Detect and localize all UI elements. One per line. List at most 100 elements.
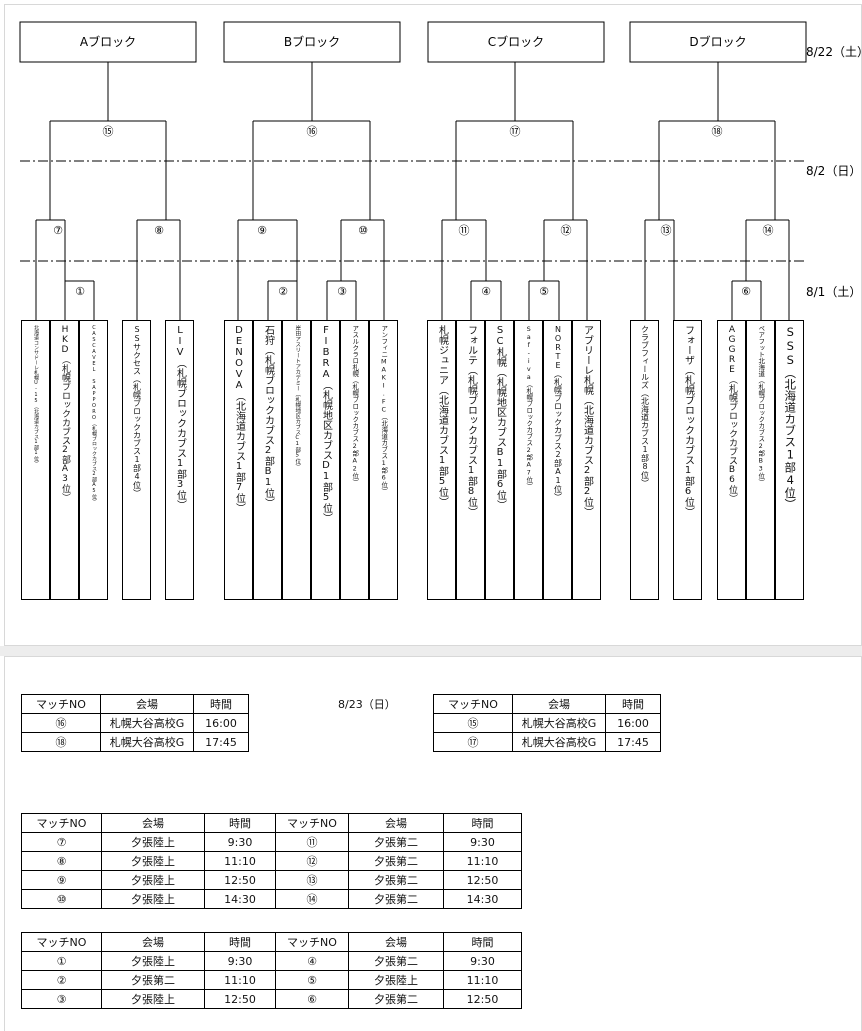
team-box: SSサクセス（札幌ブロックカブス1部4位）: [122, 320, 151, 600]
team-name: 石狩（札幌ブロックカブス2部B1位）: [262, 325, 274, 508]
header-time: 時間: [193, 694, 249, 714]
team-box: 北海道コンサドーレ札幌U-15（北海道カブス1部1位）: [21, 320, 50, 600]
team-name: LIV（札幌ブロックカブス1部3位）: [174, 325, 186, 510]
schedule-date: 8/23（日）: [338, 698, 396, 711]
team-box: NORTE（札幌ブロックカブス2部A1位）: [543, 320, 572, 600]
team-name: Saf-iva（札幌ブロックカブス2部A7位）: [524, 325, 533, 490]
cell-match-no: ⑥: [275, 989, 349, 1009]
match-no-3: ③: [337, 285, 347, 298]
team-name: アスルクラロ札幌（札幌ブロックカブス2部A2位）: [350, 325, 359, 486]
cell-match-no: ⑫: [275, 851, 349, 871]
round-date-final: 8/22（土）: [806, 45, 862, 59]
table-row: ③ 夕張陸上 12:50 ⑥ 夕張第二 12:50: [21, 989, 522, 1009]
schedule-table-first-round: マッチNO 会場 時間 マッチNO 会場 時間 ① 夕張陸上 9:30 ④ 夕張…: [21, 932, 522, 1009]
cell-venue: 夕張第二: [348, 851, 444, 871]
table-row: ⑮ 札幌大谷高校G 16:00: [433, 713, 661, 733]
team-name: ペアフット北海道（札幌ブロックカブス2部B3位）: [756, 325, 765, 486]
team-box: フォーザ（札幌ブロックカブス1部6位）: [673, 320, 702, 600]
team-name: アブリーレ札幌（北海道カブス2部2位）: [581, 325, 593, 517]
cell-venue: 夕張陸上: [348, 970, 444, 990]
table-row: ⑰ 札幌大谷高校G 17:45: [433, 732, 661, 752]
team-name: フォルテ（札幌ブロックカブス1部8位）: [465, 325, 477, 517]
header-venue: 会場: [512, 694, 606, 714]
team-box: AGGRE（札幌ブロックカブスB6位）: [717, 320, 746, 600]
cell-match-no: ⑱: [21, 732, 101, 752]
team-box: 札幌ジュニア（北海道カブス1部5位）: [427, 320, 456, 600]
match-no-10: ⑩: [358, 224, 368, 237]
header-venue: 会場: [101, 813, 205, 833]
cell-venue: 札幌大谷高校G: [100, 732, 194, 752]
cell-venue: 札幌大谷高校G: [100, 713, 194, 733]
team-name: FIBRA（札幌地区カブスD1部5位）: [320, 325, 332, 523]
schedule-table-final-right: マッチNO 会場 時間 ⑮ 札幌大谷高校G 16:00 ⑰ 札幌大谷高校G 17…: [433, 694, 661, 752]
header-match-no: マッチNO: [275, 813, 349, 833]
team-box: HKD（札幌ブロックカブス2部A3位）: [50, 320, 79, 600]
cell-match-no: ②: [21, 970, 102, 990]
cell-venue: 夕張陸上: [101, 951, 205, 971]
team-box: アスルクラロ札幌（札幌ブロックカブス2部A2位）: [340, 320, 369, 600]
cell-match-no: ⑯: [21, 713, 101, 733]
team-box: CASCAVEL SAPPORO（札幌ブロックカブス2部A5位）: [79, 320, 108, 600]
cell-venue: 夕張陸上: [101, 889, 205, 909]
cell-venue: 夕張第二: [348, 889, 444, 909]
round-date-first: 8/1（土）: [806, 285, 861, 299]
match-no-5: ⑤: [539, 285, 549, 298]
cell-match-no: ⑧: [21, 851, 102, 871]
team-box: LIV（札幌ブロックカブス1部3位）: [165, 320, 194, 600]
team-name: SC札幌（札幌地区カブスB1部6位）: [494, 325, 506, 510]
team-name: HKD（札幌ブロックカブス2部A3位）: [60, 325, 70, 502]
schedule-table-second-round: マッチNO 会場 時間 マッチNO 会場 時間 ⑦ 夕張陸上 9:30 ⑪ 夕張…: [21, 813, 522, 909]
header-match-no: マッチNO: [21, 813, 102, 833]
team-name: SSS（北海道カブス1部4位）: [783, 325, 798, 510]
match-no-1: ①: [75, 285, 85, 298]
cell-match-no: ⑨: [21, 870, 102, 890]
header-venue: 会場: [348, 932, 444, 952]
page-gap: [0, 646, 862, 656]
cell-match-no: ⑦: [21, 832, 102, 852]
table-row: ⑩ 夕張陸上 14:30 ⑭ 夕張第二 14:30: [21, 889, 522, 909]
header-match-no: マッチNO: [433, 694, 513, 714]
header-time: 時間: [605, 694, 661, 714]
header-venue: 会場: [101, 932, 205, 952]
block-label-c: Cブロック: [488, 34, 544, 49]
cell-match-no: ①: [21, 951, 102, 971]
match-no-2: ②: [278, 285, 288, 298]
match-no-9: ⑨: [257, 224, 267, 237]
team-box: SSS（北海道カブス1部4位）: [775, 320, 804, 600]
cell-time: 11:10: [443, 851, 522, 871]
match-no-17: ⑰: [510, 125, 521, 138]
match-no-6: ⑥: [741, 285, 751, 298]
team-name: CASCAVEL SAPPORO（札幌ブロックカブス2部A5位）: [91, 325, 97, 504]
header-match-no: マッチNO: [21, 932, 102, 952]
team-box: Saf-iva（札幌ブロックカブス2部A7位）: [514, 320, 543, 600]
team-name: 岸田アスリートアカデミー（札幌地区カブスC1部5位）: [294, 325, 301, 470]
cell-time: 16:00: [193, 713, 249, 733]
cell-time: 9:30: [204, 832, 276, 852]
cell-time: 16:00: [605, 713, 661, 733]
team-name: AGGRE（札幌ブロックカブスB6位）: [727, 325, 737, 503]
header-match-no: マッチNO: [275, 932, 349, 952]
table-row: ② 夕張第二 11:10 ⑤ 夕張陸上 11:10: [21, 970, 522, 990]
table-row: ⑨ 夕張陸上 12:50 ⑬ 夕張第二 12:50: [21, 870, 522, 890]
cell-time: 9:30: [443, 832, 522, 852]
cell-match-no: ⑮: [433, 713, 513, 733]
cell-match-no: ⑪: [275, 832, 349, 852]
block-label-d: Dブロック: [689, 34, 746, 49]
schedule-table-final-left: マッチNO 会場 時間 ⑯ 札幌大谷高校G 16:00 ⑱ 札幌大谷高校G 17…: [21, 694, 249, 752]
team-name: 札幌ジュニア（北海道カブス1部5位）: [436, 325, 448, 507]
team-name: NORTE（札幌ブロックカブス2部A1位）: [553, 325, 563, 501]
cell-match-no: ⑩: [21, 889, 102, 909]
match-no-7: ⑦: [53, 224, 63, 237]
match-no-14: ⑭: [763, 224, 774, 237]
cell-venue: 夕張第二: [348, 870, 444, 890]
header-venue: 会場: [100, 694, 194, 714]
cell-time: 11:10: [204, 851, 276, 871]
table-row: ⑧ 夕張陸上 11:10 ⑫ 夕張第二 11:10: [21, 851, 522, 871]
cell-match-no: ⑭: [275, 889, 349, 909]
table-row: ⑯ 札幌大谷高校G 16:00: [21, 713, 249, 733]
match-no-16: ⑯: [307, 125, 318, 138]
match-no-15: ⑮: [103, 125, 114, 138]
cell-venue: 札幌大谷高校G: [512, 732, 606, 752]
header-time: 時間: [204, 932, 276, 952]
cell-time: 17:45: [605, 732, 661, 752]
